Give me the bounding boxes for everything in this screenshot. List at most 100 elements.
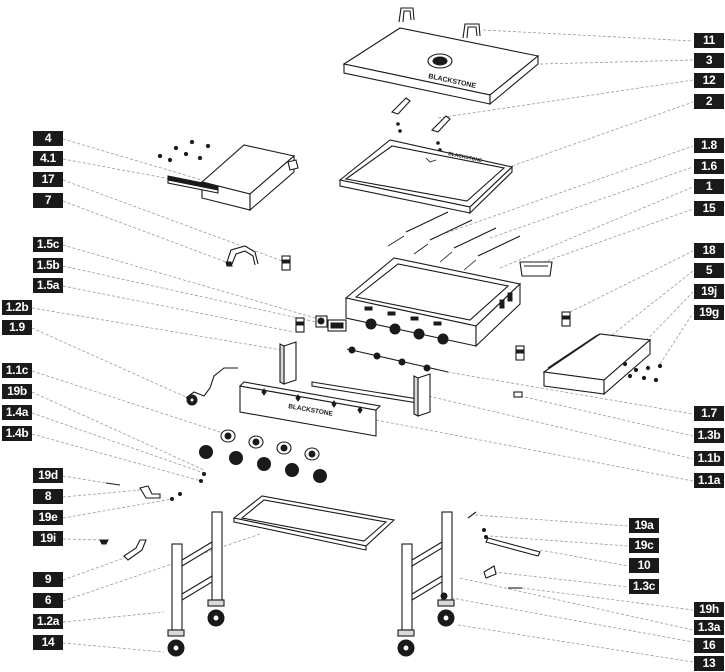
callout-17: 17 xyxy=(33,172,63,187)
leader-10 xyxy=(539,549,629,567)
control-panel: BLACKSTONE xyxy=(238,381,382,437)
callout-19i: 19i xyxy=(33,531,63,546)
callout-1-9: 1.9 xyxy=(2,320,32,335)
hood-brackets xyxy=(390,97,451,152)
leader-1-5c xyxy=(62,244,337,325)
leader-14 xyxy=(62,642,165,653)
left-hardware xyxy=(99,482,182,561)
callout-1: 1 xyxy=(694,179,724,194)
burner-tubes xyxy=(387,211,521,271)
griddle-top: BLACKSTONE xyxy=(338,139,514,215)
callout-1-1b: 1.1b xyxy=(694,451,724,466)
leader-16 xyxy=(445,596,694,643)
left-leg-connector xyxy=(279,341,297,385)
leader-1-3b xyxy=(519,395,694,437)
leader-18 xyxy=(569,250,694,313)
callout-16: 16 xyxy=(694,638,724,653)
control-knobs xyxy=(199,429,327,483)
leader-1-6 xyxy=(489,166,694,239)
callout-13: 13 xyxy=(694,656,724,671)
callout-4-1: 4.1 xyxy=(33,151,63,166)
leader-1-5b xyxy=(62,265,317,323)
leader-19b xyxy=(31,391,205,471)
leader-6 xyxy=(62,533,261,602)
left-casters xyxy=(167,599,225,657)
leader-1-7 xyxy=(446,371,694,415)
leader-1-9 xyxy=(31,327,187,398)
regulator-hose xyxy=(185,367,238,406)
callout-1-4b: 1.4b xyxy=(2,426,32,441)
leader-19e xyxy=(62,498,173,519)
callout-3: 3 xyxy=(694,53,724,68)
leader-1-8 xyxy=(445,145,694,234)
callout-19d: 19d xyxy=(33,468,63,483)
callout-1-1c: 1.1c xyxy=(2,363,32,378)
lid-handles xyxy=(398,7,481,39)
right-side-shelf xyxy=(515,311,663,396)
shelf-brackets xyxy=(281,255,305,333)
callout-1-5a: 1.5a xyxy=(33,278,63,293)
callout-19j: 19j xyxy=(694,284,724,299)
callout-2: 2 xyxy=(694,94,724,109)
igniter-assembly xyxy=(315,315,449,345)
bottom-shelf xyxy=(232,495,396,551)
callout-1-2b: 1.2b xyxy=(2,300,32,315)
leader-1-5a xyxy=(62,285,295,333)
leader-1-1b xyxy=(423,394,694,460)
leader-7 xyxy=(62,200,227,263)
callout-1-3b: 1.3b xyxy=(694,428,724,443)
leader-19c xyxy=(489,535,629,547)
callout-19g: 19g xyxy=(694,305,724,320)
callout-19c: 19c xyxy=(629,538,659,553)
leader-12 xyxy=(437,79,694,119)
callout-19e: 19e xyxy=(33,510,63,525)
leader-1-4a xyxy=(31,412,208,475)
right-legs xyxy=(401,511,453,631)
callout-1-7: 1.7 xyxy=(694,406,724,421)
leader-19h xyxy=(521,587,694,611)
leader-4 xyxy=(62,138,203,181)
callout-1-5c: 1.5c xyxy=(33,237,63,252)
side-handle xyxy=(225,245,259,267)
callout-4: 4 xyxy=(33,131,63,146)
leader-15 xyxy=(523,208,694,270)
callout-6: 6 xyxy=(33,593,63,608)
callout-9: 9 xyxy=(33,572,63,587)
right-hardware xyxy=(467,511,541,589)
gas-manifold xyxy=(346,346,449,373)
leader-1-1a xyxy=(375,419,694,482)
callout-7: 7 xyxy=(33,193,63,208)
leader-1-2a xyxy=(62,611,165,623)
leader-1-3c xyxy=(493,571,629,588)
callout-11: 11 xyxy=(694,33,724,48)
leader-19d xyxy=(62,475,107,484)
callout-1-4a: 1.4a xyxy=(2,405,32,420)
leader-4-1 xyxy=(62,158,177,181)
callout-1-3c: 1.3c xyxy=(629,579,659,594)
right-leg-connector xyxy=(413,373,523,417)
leader-8 xyxy=(62,489,141,498)
callout-19h: 19h xyxy=(694,602,724,617)
leader-19i xyxy=(62,538,101,541)
leader-19g xyxy=(659,312,694,365)
callout-1-1a: 1.1a xyxy=(694,473,724,488)
callout-1-8: 1.8 xyxy=(694,138,724,153)
callout-19b: 19b xyxy=(2,384,32,399)
callout-19a: 19a xyxy=(629,518,659,533)
leader-1-4b xyxy=(31,433,202,482)
callout-18: 18 xyxy=(694,243,724,258)
callout-1-5b: 1.5b xyxy=(33,258,63,273)
leader-19a xyxy=(474,514,629,527)
right-casters xyxy=(397,592,455,657)
leader-11 xyxy=(482,29,694,42)
callout-14: 14 xyxy=(33,635,63,650)
callout-1-6: 1.6 xyxy=(694,159,724,174)
callout-15: 15 xyxy=(694,201,724,216)
firebox xyxy=(344,257,522,348)
leader-13 xyxy=(457,624,694,663)
callout-12: 12 xyxy=(694,73,724,88)
leader-3 xyxy=(539,59,694,65)
grease-cup xyxy=(519,261,553,277)
callout-10: 10 xyxy=(629,558,659,573)
callout-5: 5 xyxy=(694,263,724,278)
